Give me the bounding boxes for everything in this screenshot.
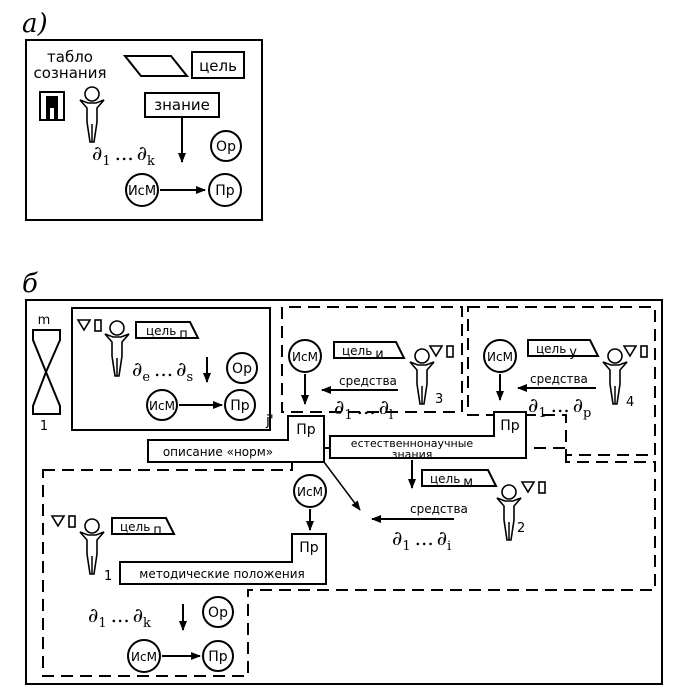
- person-icon-inner: [104, 320, 130, 377]
- panel-b-label: б: [22, 269, 38, 299]
- tablo-label-line2: сознания: [34, 64, 107, 82]
- goal-label: цель: [199, 57, 237, 75]
- j-prime-label: j': [265, 413, 274, 429]
- ism-label-agent1: ИсМ: [131, 650, 157, 664]
- pr-circle-agent1: [202, 640, 234, 672]
- ism-circle-agent2: [293, 474, 327, 508]
- norms-step-shape: [147, 415, 325, 463]
- ism-circle-agent4: [483, 339, 517, 373]
- sum-symbol-shape: [32, 329, 61, 415]
- op-circle-inner: [226, 352, 258, 384]
- pr-circle-a: [208, 173, 242, 207]
- methodical-step-shape: [119, 533, 327, 585]
- norms-description: описание «норм»: [163, 445, 273, 459]
- goal-box-agent3: [333, 341, 406, 359]
- methodical-label: методические положения: [139, 567, 304, 581]
- nabla-icon-agent4: [623, 345, 648, 358]
- ism-circle-agent3: [288, 339, 322, 373]
- sum-bottom-label: 1: [40, 419, 48, 434]
- goal-box-agent2: [421, 469, 498, 487]
- science-step-shape: [329, 411, 527, 459]
- ism-label-agent2: ИсМ: [297, 485, 323, 499]
- ism-label-a: ИсМ: [128, 184, 156, 199]
- person-icon-a: [79, 86, 105, 143]
- op-circle-agent1: [202, 596, 234, 628]
- means-label-agent3: средства: [339, 374, 397, 388]
- inner-agent-box: [71, 307, 271, 431]
- goal-box: [191, 51, 245, 79]
- ism-circle-inner: [146, 389, 178, 421]
- pr-label-norms: Пр: [296, 422, 316, 438]
- op-label-inner: Ор: [232, 361, 252, 377]
- panel-b-frame: [25, 299, 663, 685]
- agent1-dashed-region: [42, 447, 656, 677]
- norms-diagonal-arrow: [323, 461, 361, 511]
- panel-a: табло сознания цель знание ∂1...∂k Ор Ис…: [25, 39, 263, 221]
- sum-top-label: m: [38, 313, 51, 328]
- op-circle-a: [210, 130, 242, 162]
- op-label-a: Ор: [216, 139, 236, 155]
- nabla-icon-agent2: [521, 481, 546, 494]
- goal-box-inner: [135, 321, 200, 339]
- means-label-agent2: средства: [410, 502, 468, 516]
- means-a: ∂1...∂k: [92, 141, 155, 169]
- means-agent2: ∂1...∂i: [392, 526, 451, 554]
- pr-circle-inner: [224, 389, 256, 421]
- ism-circle-a: [125, 173, 159, 207]
- person-icon-agent4: [602, 348, 628, 405]
- agent3-dashed-region: [281, 306, 463, 413]
- knowledge-label: знание: [154, 96, 210, 114]
- person-icon-agent1: [79, 518, 105, 575]
- pr-label-inner: Пр: [230, 398, 250, 414]
- means-inner: ∂е...∂s: [132, 357, 193, 385]
- person-icon-agent3: [409, 348, 435, 405]
- ism-label-agent4: ИсМ: [487, 350, 513, 364]
- agent1-number: 1: [104, 569, 112, 584]
- nabla-icon-agent3: [429, 345, 454, 358]
- means-agent3: ∂1...∂l: [334, 395, 393, 423]
- goal-box-agent1: [111, 517, 176, 535]
- consciousness-board-shape: [122, 55, 190, 77]
- nabla-icon-agent1: [51, 515, 76, 528]
- panel-a-frame: [25, 39, 263, 221]
- means-agent1: ∂1...∂k: [88, 603, 151, 631]
- ism-label-inner: ИсМ: [149, 399, 175, 413]
- means-label-agent4: средства: [530, 372, 588, 386]
- ism-label-agent3: ИсМ: [292, 350, 318, 364]
- pr-label-agent1: Пр: [208, 649, 228, 665]
- agent3-number: 3: [435, 392, 443, 407]
- goal-box-agent4: [527, 339, 600, 357]
- pr-label-a: Пр: [215, 183, 235, 199]
- science-line2: знания: [392, 448, 433, 461]
- means-agent4: ∂1...∂р: [528, 393, 591, 421]
- agent4-number: 4: [626, 395, 634, 410]
- pr-label-methodical: Пр: [299, 540, 319, 556]
- tablo-label-line1: табло: [47, 48, 93, 66]
- pr-label-science: Пр: [500, 418, 520, 434]
- ism-circle-agent1: [127, 639, 161, 673]
- screen-icon: [39, 91, 65, 121]
- op-label-agent1: Ор: [208, 605, 228, 621]
- panel-a-label: а): [22, 9, 48, 39]
- nabla-icon-inner: [77, 319, 102, 332]
- agent2-number: 2: [517, 521, 525, 536]
- science-line1: естественнонаучные: [351, 437, 474, 450]
